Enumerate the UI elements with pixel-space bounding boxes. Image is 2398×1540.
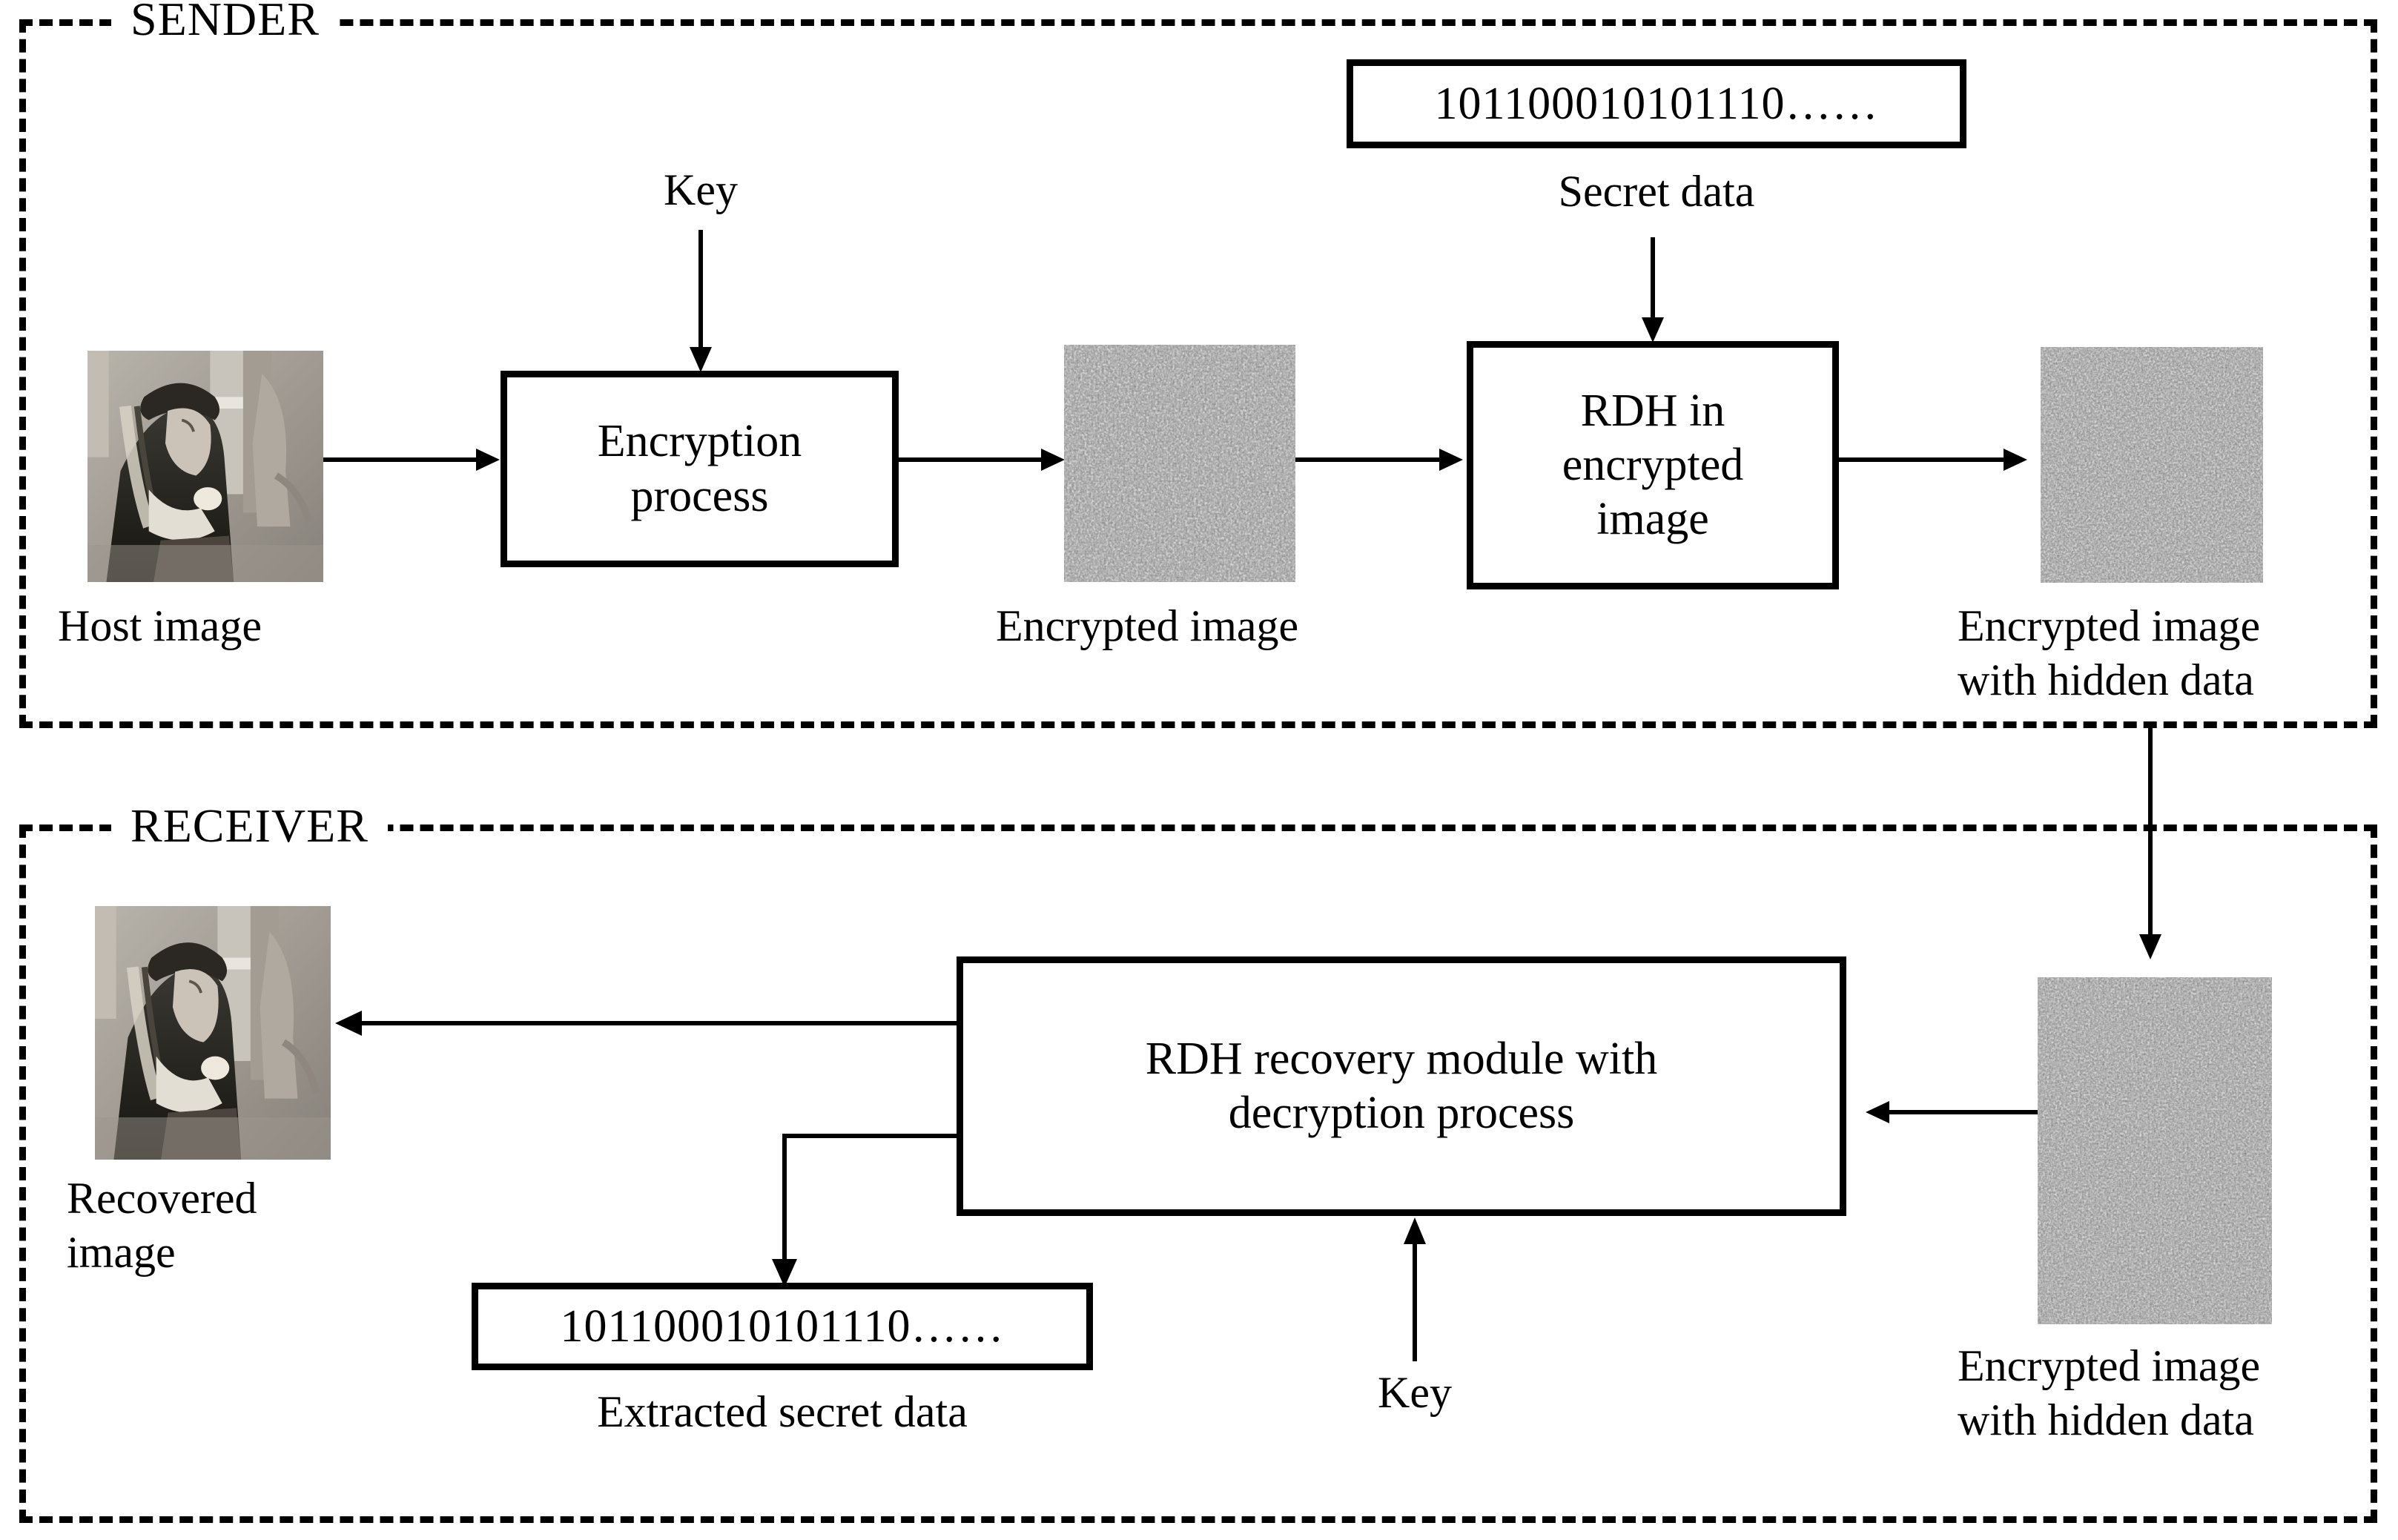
encryption-process-box: Encryption process <box>501 371 899 567</box>
connector-host-to-encryption <box>323 449 500 471</box>
receiver-section-frame <box>19 824 2377 1523</box>
host-image-caption: Host image <box>58 601 262 650</box>
sender-key-label: Key <box>664 165 738 214</box>
connector-key-to-recovery <box>1404 1217 1426 1361</box>
host-image-thumbnail <box>87 351 323 582</box>
secret-data-bits: 101100010101110…… <box>1434 79 1879 129</box>
secret-data-box: 101100010101110…… <box>1347 59 1966 148</box>
connector-rdh-to-stego-image <box>1839 449 2027 471</box>
stego-image-caption-sender: Encrypted image with hidden data <box>1958 601 2261 705</box>
connector-key-to-encryption <box>690 230 712 372</box>
recovered-image-thumbnail <box>95 906 331 1160</box>
receiver-section-label: RECEIVER <box>111 802 388 850</box>
extracted-secret-data-bits: 101100010101110…… <box>560 1301 1005 1352</box>
encryption-process-label: Encryption process <box>597 416 802 521</box>
rdh-in-encrypted-image-label: RDH in encrypted image <box>1562 385 1744 545</box>
sender-section-label: SENDER <box>111 0 339 43</box>
connector-encryption-to-encrypted-image <box>899 449 1065 471</box>
receiver-key-label: Key <box>1378 1368 1452 1417</box>
rdh-in-encrypted-image-box: RDH in encrypted image <box>1467 341 1839 589</box>
connector-encrypted-image-to-rdh <box>1295 449 1463 471</box>
stego-image-thumbnail-receiver <box>2038 977 2272 1324</box>
connector-secret-data-to-rdh <box>1642 237 1664 343</box>
connector-recovery-to-recovered-image <box>335 1011 958 1036</box>
encrypted-image-thumbnail <box>1064 345 1295 582</box>
stego-image-caption-receiver: Encrypted image with hidden data <box>1958 1341 2261 1445</box>
secret-data-caption: Secret data <box>1558 167 1755 216</box>
rdh-recovery-module-box: RDH recovery module with decryption proc… <box>957 956 1846 1216</box>
extracted-secret-data-caption: Extracted secret data <box>597 1387 968 1436</box>
sender-section-frame <box>19 19 2377 728</box>
rdh-recovery-module-label: RDH recovery module with decryption proc… <box>1145 1033 1658 1138</box>
recovered-image-caption: Recovered image <box>67 1174 257 1278</box>
connector-stego-to-recovery <box>1866 1101 2038 1123</box>
encrypted-image-caption: Encrypted image <box>996 601 1299 650</box>
connector-recovery-to-extracted-data <box>772 1134 962 1287</box>
stego-image-thumbnail-sender <box>2041 347 2263 583</box>
extracted-secret-data-box: 101100010101110…… <box>472 1283 1093 1370</box>
connector-sender-to-receiver <box>2139 728 2161 959</box>
